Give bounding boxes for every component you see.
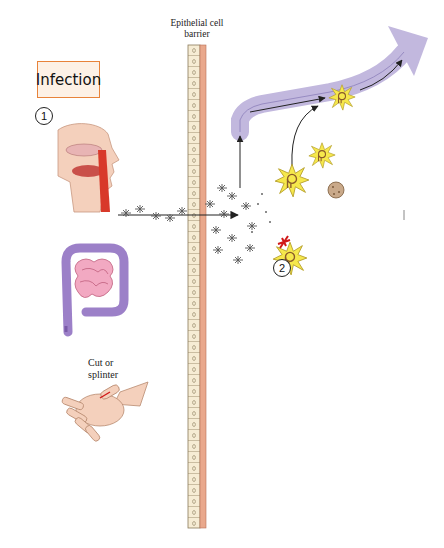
title-box: Infection [37,61,100,98]
hand-illustration-part [99,384,120,401]
hand-illustration-part [61,396,84,410]
microbes-part [135,205,145,213]
microbes-part [213,246,223,254]
head-illustration [58,124,119,212]
dendritic-cells-part [275,164,309,197]
hand-illustration-part [84,424,101,442]
dendritic-cells-part [329,85,355,110]
microbes-part [151,212,161,220]
migration-arrows-part [240,136,241,188]
microbes-part [121,209,131,217]
part-label: Cut or splinter [88,357,130,380]
callout-number: 1 [35,107,53,125]
microbes-part [219,210,229,218]
microbes-part [165,214,175,222]
microbes-part [241,202,251,210]
head-illustration-part [98,150,110,212]
microbes-part [269,221,271,223]
edge-mark-part [404,210,405,220]
head-illustration-part [58,124,119,212]
lymphocyte-part [332,186,334,188]
entry-arrow-part [118,214,238,215]
epithelial-barrier-part [188,45,200,528]
lymph-vessel-part [240,52,404,132]
node-text: 2 [279,262,285,274]
migration-arrows [240,106,318,188]
microbes [121,184,271,264]
barrier-label: Epithelial cell barrier [165,18,229,40]
microbes-part [265,211,267,213]
callout-number: 2 [273,259,291,277]
node-text: 1 [41,110,47,122]
microbes-part [211,226,221,234]
hand-illustration-part [100,392,110,398]
lymph-vessel-part [360,60,402,90]
dendritic-cells [273,85,355,275]
microbes-part [205,200,215,208]
microbes-part [251,231,253,233]
lymph-vessel-part [250,98,325,112]
microbes-part [261,193,263,195]
microbes-part [247,222,257,230]
microbes-part [227,192,237,200]
dendritic-cells-part [278,236,290,248]
microbes-part [217,184,227,192]
lymph-vessel-part [240,52,404,132]
intestine-illustration-part [75,259,113,298]
lymphocyte-part [328,182,344,198]
microbes-part [257,203,259,205]
intestine-illustration-part [66,248,124,332]
entry-arrow [118,215,238,216]
hand-illustration [61,382,148,442]
intestine-illustration-part [80,268,108,286]
lymphocyte-part [333,193,335,195]
lymphocyte-part [338,191,340,193]
microbes-part [227,234,237,242]
intestine-illustration-part [65,326,68,332]
microbes-part [233,256,243,264]
microbes-part [177,207,187,215]
edge-mark [404,210,405,220]
head-illustration-part [66,144,102,156]
intestine-illustration [66,248,124,332]
epithelial-barrier [188,45,206,528]
lymphocyte [328,182,344,198]
node-text: Infection [36,71,101,89]
epithelial-barrier-part [200,45,206,528]
lymph-vessel [240,26,428,132]
microbes-part [245,244,255,252]
dendritic-cells-part [309,143,335,168]
